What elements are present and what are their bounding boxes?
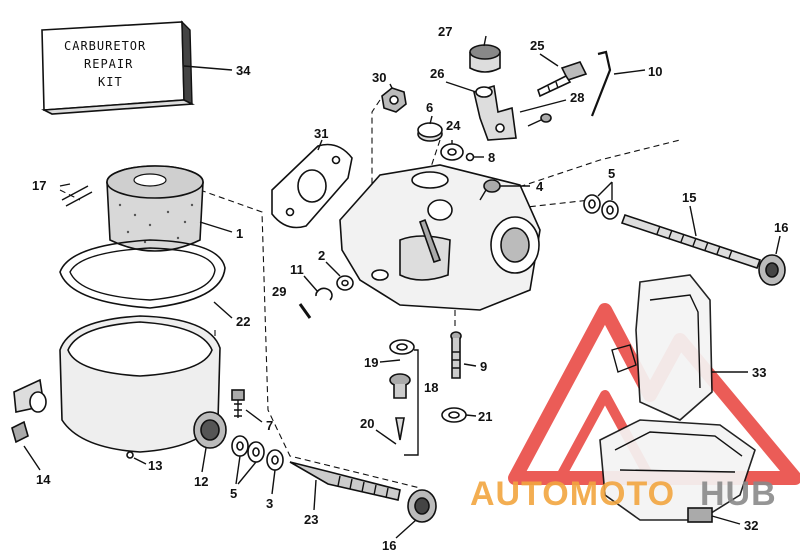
callout-6: 6 [426,100,433,115]
callout-15: 15 [682,190,696,205]
washer [336,275,354,291]
callout-5-lower: 5 [230,486,237,501]
inlet-needle [395,417,405,441]
callouts: 34 27 25 10 26 28 30 6 24 8 31 4 5 15 16… [32,24,788,553]
wire-link [590,50,612,117]
high-speed-needle [289,461,401,501]
callout-29: 29 [272,284,286,299]
callout-31: 31 [314,126,328,141]
small-screw [527,113,552,127]
callout-10: 10 [648,64,662,79]
retaining-ring [315,287,333,301]
callout-16-lower: 16 [382,538,396,553]
callout-7: 7 [266,418,273,433]
callout-34: 34 [236,63,251,78]
flange-gasket [271,143,353,229]
cap [469,44,501,73]
repair-kit-box: CARBURETOR REPAIR KIT [41,20,195,115]
bowl-attach-screw [231,389,245,418]
lower-washers [231,435,284,471]
callout-32: 32 [744,518,758,533]
callout-30: 30 [372,70,386,85]
screw-gasket [441,407,467,423]
kit-box-line2: REPAIR [84,57,133,71]
callout-17: 17 [32,178,46,193]
callout-16-upper: 16 [774,220,788,235]
carburetor-body [339,164,541,311]
roll-pin [298,303,312,319]
watermark-text: AUTOMOTO HUB [470,475,777,513]
plug-gasket [440,143,464,161]
callout-14: 14 [36,472,51,487]
bowl-screw [11,420,29,444]
callout-13: 13 [148,458,162,473]
callout-18: 18 [424,380,438,395]
silencer-cover [611,274,713,421]
callout-21: 21 [478,409,492,424]
linkage-arm [473,84,517,141]
idle-screw [450,331,462,379]
callout-1: 1 [236,226,243,241]
jet-gasket [389,339,415,355]
callout-5-upper: 5 [608,166,615,181]
callout-2: 2 [318,248,325,263]
callout-25: 25 [530,38,544,53]
callout-26: 26 [430,66,444,81]
shaft-washers [583,194,619,220]
group-bracket [404,349,419,456]
kit-box-line1: CARBURETOR [64,39,146,53]
callout-24: 24 [446,118,461,133]
hex-nut [381,87,407,113]
watermark-text-a: AUTOMOTO [470,475,675,513]
adjusting-screw [537,61,588,98]
callout-28: 28 [570,90,584,105]
kit-box-line3: KIT [98,75,123,89]
check-ball [126,451,134,459]
watermark-text-b: HUB [700,475,777,513]
callout-3: 3 [266,496,273,511]
callout-33: 33 [752,365,766,380]
packing-nut-upper [758,254,786,286]
packing-nut-lower [407,489,437,523]
silencer-base [599,419,756,523]
leader-lines [23,35,781,539]
callout-22: 22 [236,314,250,329]
callout-12: 12 [194,474,208,489]
main-jet [389,373,411,399]
callout-8: 8 [488,150,495,165]
float-pin [61,185,93,207]
throttle-shaft [620,213,762,270]
float [106,165,204,252]
callout-4: 4 [536,179,544,194]
callout-19: 19 [364,355,378,370]
bowl-gasket [59,239,226,309]
float-bowl [13,315,227,453]
callout-11: 11 [290,262,304,277]
callout-23: 23 [304,512,318,527]
callout-27: 27 [438,24,452,39]
welch-plug [417,122,443,142]
callout-20: 20 [360,416,374,431]
callout-9: 9 [480,359,487,374]
small-ball [465,152,475,162]
